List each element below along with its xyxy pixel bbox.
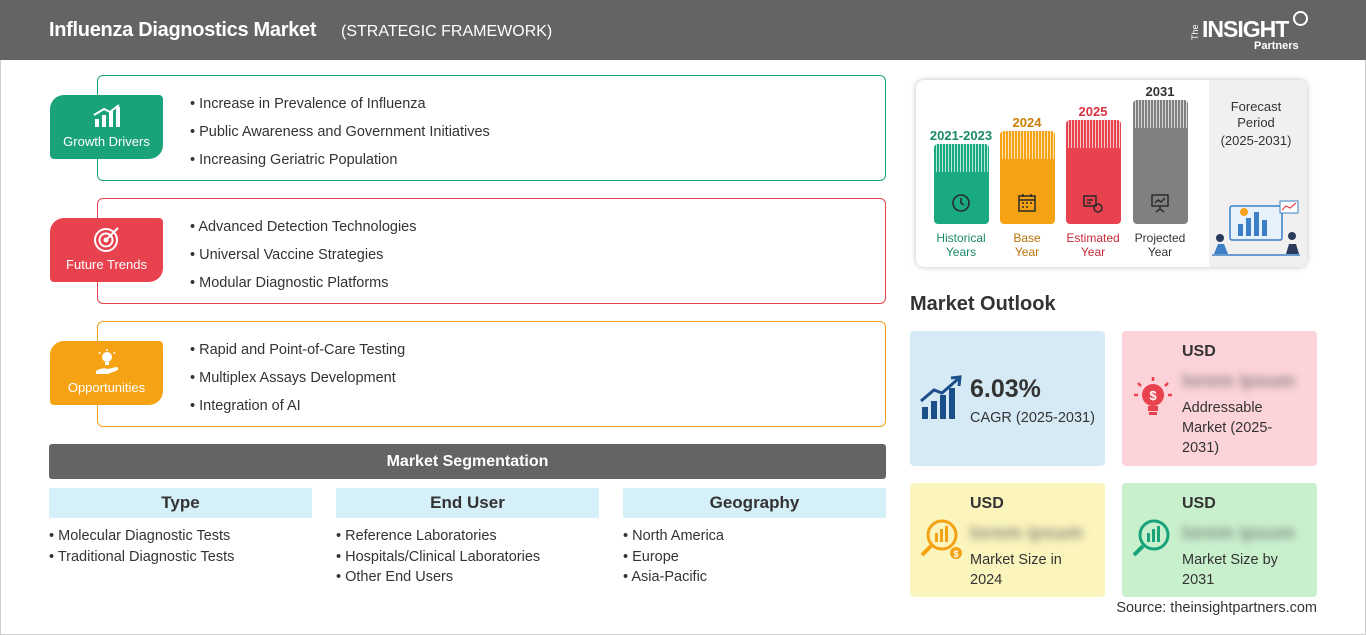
calendar-icon <box>1018 194 1036 212</box>
growth-chart-icon <box>93 104 120 127</box>
list-item: • Universal Vaccine Strategies <box>190 247 384 263</box>
timeline-year: 2031 <box>1145 84 1175 99</box>
estimate-icon <box>1083 195 1103 213</box>
segmentation-title: Market Segmentation <box>49 444 886 479</box>
list-item: • Modular Diagnostic Platforms <box>190 275 389 291</box>
timeline-year: 2021-2023 <box>929 128 993 143</box>
lightbulb-hand-icon <box>96 349 119 374</box>
insight-partners-logo[interactable]: The INSIGHT Partners <box>1190 10 1310 52</box>
timeline-year: 2025 <box>1078 104 1108 119</box>
cagr-label: CAGR (2025-2031) <box>970 410 1095 426</box>
growth-drivers-badge: Growth Drivers <box>50 95 163 159</box>
size2024-usd: USD <box>970 495 1004 512</box>
lightbulb-dollar-icon: $ <box>1134 377 1172 415</box>
opportunities-card: • Rapid and Point-of-Care Testing • Mult… <box>97 321 886 427</box>
magnifier-dollar-icon: $ <box>920 519 962 559</box>
future-trends-card: • Advanced Detection Technologies • Univ… <box>97 198 886 304</box>
magnifier-chart-icon <box>1132 519 1170 557</box>
list-item: • Public Awareness and Government Initia… <box>190 124 490 140</box>
list-item: • North America <box>623 528 724 544</box>
list-item: • Hospitals/Clinical Laboratories <box>336 548 541 565</box>
segment-header: End User <box>336 488 599 518</box>
segment-geography: Geography • North America • Europe • Asi… <box>623 488 886 588</box>
target-icon <box>94 227 119 252</box>
addressable-value: lorem ipsum <box>1182 371 1295 392</box>
growth-chart-icon <box>920 375 962 419</box>
list-item: • Rapid and Point-of-Care Testing <box>190 342 406 358</box>
list-item: • Increase in Prevalence of Influenza <box>190 96 426 112</box>
logo-partners: Partners <box>1254 40 1299 52</box>
svg-text:$: $ <box>953 549 958 559</box>
page-title: Influenza Diagnostics Market <box>49 19 317 41</box>
market-outlook-title: Market Outlook <box>910 293 1056 315</box>
size2031-value: lorem ipsum <box>1182 523 1295 544</box>
presentation-icon <box>1151 194 1169 213</box>
list-item: • Asia-Pacific <box>623 569 708 585</box>
timeline-bar-projected <box>1133 100 1188 224</box>
segment-type: Type • Molecular Diagnostic Tests • Trad… <box>49 488 312 567</box>
page-subtitle: (STRATEGIC FRAMEWORK) <box>341 23 553 40</box>
segment-header: Type <box>49 488 312 518</box>
header-bar: Influenza Diagnostics Market (STRATEGIC … <box>0 0 1366 60</box>
forecast-period-label: Forecast Period (2025-2031) <box>1220 99 1292 148</box>
logo-insight: INSIGHT <box>1202 16 1289 42</box>
segment-end-user: End User • Reference Laboratories • Hosp… <box>336 488 599 588</box>
list-item: • Traditional Diagnostic Tests <box>49 548 235 565</box>
badge-label: Opportunities <box>67 380 146 395</box>
svg-text:$: $ <box>1149 388 1157 403</box>
badge-label: Future Trends <box>66 257 147 272</box>
opportunities-badge: Opportunities <box>50 341 163 405</box>
list-item: • Advanced Detection Technologies <box>190 219 417 235</box>
timeline-bar-base <box>1000 131 1055 224</box>
list-item: • Europe <box>623 548 679 565</box>
source-text: Source: theinsightpartners.com <box>1116 600 1317 616</box>
analytics-illustration-icon <box>1212 200 1300 256</box>
history-icon <box>952 194 970 212</box>
list-item: • Increasing Geriatric Population <box>190 152 398 168</box>
list-item: • Other End Users <box>336 569 454 585</box>
future-trends-badge: Future Trends <box>50 218 163 282</box>
timeline-bar-historical <box>934 144 989 224</box>
cagr-tile: 6.03% CAGR (2025-2031) <box>910 331 1105 466</box>
growth-drivers-card: • Increase in Prevalence of Influenza • … <box>97 75 886 181</box>
addressable-usd: USD <box>1182 343 1216 360</box>
cagr-value: 6.03% <box>970 375 1041 403</box>
list-item: • Molecular Diagnostic Tests <box>49 528 231 544</box>
list-item: • Reference Laboratories <box>336 528 497 544</box>
list-item: • Integration of AI <box>190 398 301 414</box>
timeline-bar-estimated <box>1066 120 1121 224</box>
badge-label: Growth Drivers <box>63 134 150 149</box>
segment-header: Geography <box>623 488 886 518</box>
logo-the: The <box>1190 24 1200 40</box>
size2024-value: lorem ipsum <box>970 523 1083 544</box>
timeline-year: 2024 <box>1012 115 1042 130</box>
logo-ring-icon <box>1293 11 1308 26</box>
size2031-usd: USD <box>1182 495 1216 512</box>
list-item: • Multiplex Assays Development <box>190 370 396 386</box>
